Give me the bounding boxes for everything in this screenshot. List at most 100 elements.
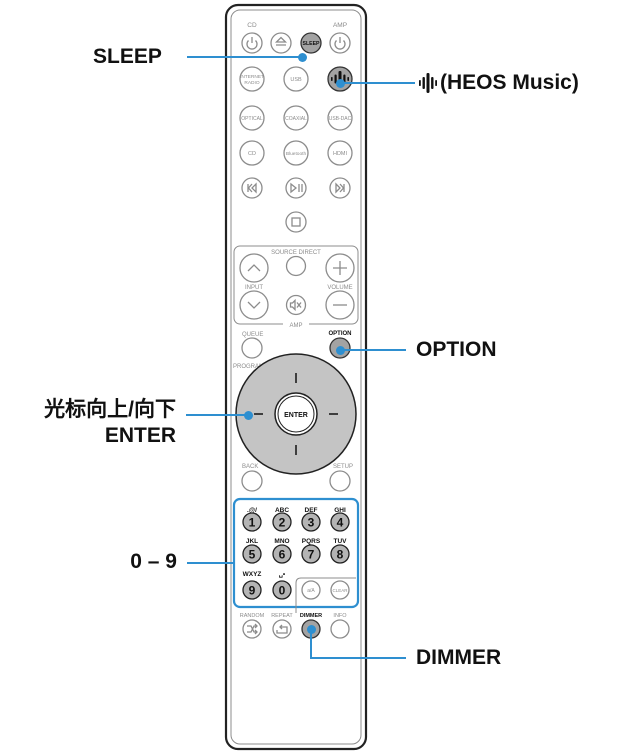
- coaxial-button[interactable]: COAXIAL: [283, 105, 309, 131]
- previous-icon: [247, 182, 257, 194]
- digit-number: 8: [337, 548, 344, 562]
- option-callout-dot: [336, 345, 345, 355]
- bluetooth-label: Bluetooth: [286, 151, 307, 157]
- digit-key[interactable]: JKL 5: [242, 538, 262, 564]
- enter-label: ENTER: [284, 412, 308, 419]
- sleep-callout-dot: [298, 52, 307, 62]
- source-direct-button[interactable]: [285, 255, 307, 277]
- dimmer-callout-label: DIMMER: [416, 646, 502, 669]
- digit-key[interactable]: .@/ 1: [242, 507, 262, 532]
- hdmi-button[interactable]: HDMI: [327, 140, 353, 166]
- dimmer-label: DIMMER: [300, 613, 322, 619]
- eject-button[interactable]: [270, 32, 292, 54]
- digit-key[interactable]: PQRS 7: [301, 538, 321, 564]
- stop-icon: [291, 217, 301, 227]
- sleep-callout-label: SLEEP: [93, 45, 162, 68]
- repeat-label: REPEAT: [271, 613, 293, 619]
- heos-icon: [419, 73, 437, 93]
- digit-key[interactable]: ABC 2: [272, 507, 292, 532]
- program-label: PROGRAM: [233, 364, 264, 370]
- digit-number: 9: [249, 584, 256, 598]
- internet-radio-label: INTERNET: [240, 74, 264, 80]
- sleep-button-label: SLEEP: [302, 41, 320, 47]
- option-callout-line: [340, 349, 406, 351]
- digit-letters: WXYZ: [243, 571, 262, 578]
- mute-icon: [289, 298, 302, 312]
- cd-source-button[interactable]: CD: [239, 140, 265, 166]
- sleep-callout-line: [187, 56, 302, 58]
- digit-number: 2: [279, 516, 286, 530]
- digit-letters: MNO: [274, 538, 289, 545]
- input-up-button[interactable]: [239, 253, 269, 283]
- digit-number: 7: [308, 548, 315, 562]
- digit-key[interactable]: DEF 3: [301, 507, 321, 532]
- bluetooth-button[interactable]: Bluetooth: [283, 140, 309, 166]
- volume-down-button[interactable]: [325, 290, 355, 320]
- previous-button[interactable]: [241, 177, 263, 199]
- clear-label: CLEAR: [332, 588, 348, 593]
- volume-label: VOLUME: [327, 285, 352, 291]
- volume-up-button[interactable]: [325, 253, 355, 283]
- power-icon: [334, 40, 346, 50]
- info-button[interactable]: [330, 619, 350, 639]
- digit-number: 4: [337, 516, 344, 530]
- sleep-button[interactable]: SLEEP: [300, 32, 322, 54]
- optical-button[interactable]: OPTICAL: [239, 105, 265, 131]
- cd-power-button[interactable]: [241, 32, 263, 54]
- internet-radio-button[interactable]: INTERNET RADIO: [239, 66, 265, 92]
- stop-button[interactable]: [285, 211, 307, 233]
- coaxial-label: COAXIAL: [285, 116, 307, 122]
- play-pause-icon: [290, 182, 303, 194]
- hdmi-label: HDMI: [333, 151, 348, 157]
- amp-label: AMP: [333, 22, 347, 29]
- option-callout-label: OPTION: [416, 338, 497, 361]
- heos-callout-label: (HEOS Music): [440, 71, 579, 94]
- cursor-callout-dot: [244, 410, 253, 420]
- enter-button[interactable]: ENTER: [274, 392, 318, 436]
- plus-icon: [333, 261, 347, 275]
- digit-letters: DEF: [305, 507, 318, 514]
- usb-dac-label: USB-DAC: [329, 116, 352, 122]
- cd-source-label: CD: [248, 151, 256, 157]
- dimmer-callout-dot: [306, 625, 316, 634]
- digit-key[interactable]: MNO 6: [272, 538, 292, 564]
- usb-dac-button[interactable]: USB-DAC: [327, 105, 353, 131]
- keypad-divider: [295, 577, 356, 613]
- setup-label: SETUP: [333, 464, 353, 470]
- digit-key[interactable]: GHI 4: [330, 507, 350, 532]
- next-button[interactable]: [329, 177, 351, 199]
- digit-letters: TUV: [334, 538, 348, 545]
- digits-callout-label: 0 – 9: [130, 550, 177, 573]
- setup-button[interactable]: [329, 470, 351, 492]
- usb-button[interactable]: USB: [283, 66, 309, 92]
- amp-panel-label: AMP: [289, 323, 302, 329]
- case-toggle-button[interactable]: a/A: [301, 580, 321, 600]
- mute-button[interactable]: [285, 294, 307, 316]
- heos-callout-line: [340, 82, 415, 84]
- digit-key[interactable]: WXYZ 9: [242, 571, 262, 600]
- optical-label: OPTICAL: [241, 116, 263, 122]
- repeat-icon: [276, 624, 288, 634]
- power-icon: [246, 40, 258, 50]
- option-label: OPTION: [328, 331, 351, 337]
- enter-callout-label: ENTER: [104, 424, 176, 447]
- random-button[interactable]: [242, 619, 262, 639]
- shuffle-icon: [247, 623, 258, 635]
- input-down-button[interactable]: [239, 290, 269, 320]
- amp-power-button[interactable]: [329, 32, 351, 54]
- digit-key[interactable]: ␣• 0: [272, 571, 292, 600]
- play-pause-button[interactable]: [285, 177, 307, 199]
- digits-callout-line: [187, 562, 235, 564]
- dimmer-callout-vertical: [310, 629, 312, 658]
- input-label: INPUT: [245, 285, 263, 291]
- digit-letters: ABC: [275, 507, 289, 514]
- digit-key[interactable]: TUV 8: [330, 538, 350, 564]
- queue-button[interactable]: [241, 337, 263, 359]
- digit-number: 0: [279, 584, 286, 598]
- repeat-button[interactable]: [272, 619, 292, 639]
- info-label: INFO: [333, 613, 347, 619]
- back-button[interactable]: [241, 470, 263, 492]
- source-direct-label: SOURCE DIRECT: [271, 250, 321, 256]
- clear-button[interactable]: CLEAR: [330, 580, 350, 600]
